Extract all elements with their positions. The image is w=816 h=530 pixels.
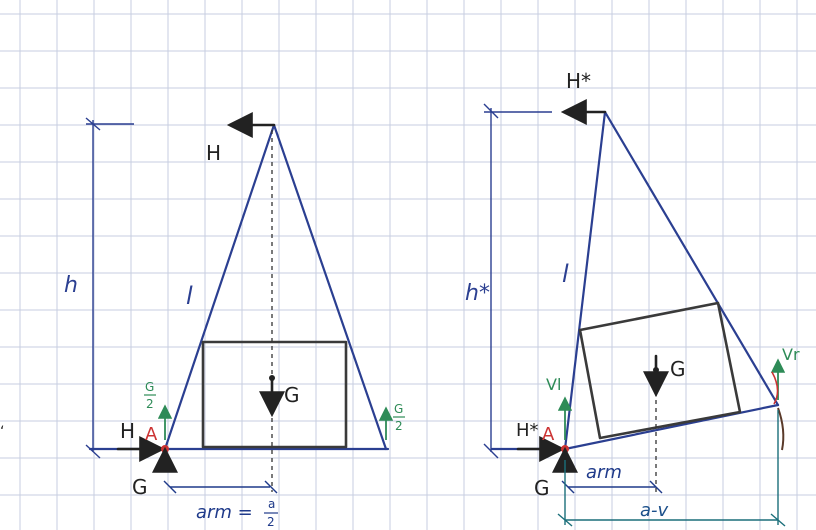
left-arm-frac-num: a <box>268 497 275 511</box>
left-half-g-num: G <box>145 380 154 394</box>
right-h-label: h* <box>465 281 490 306</box>
right-av-label: a-v <box>640 500 669 521</box>
svg-text:‘: ‘ <box>0 424 4 440</box>
right-tilted-box <box>578 301 742 440</box>
right-support-g-label: G <box>534 476 550 500</box>
left-diagram: h l H G G 2 G 2 H A G <box>64 112 405 529</box>
left-arm-frac-den: 2 <box>267 515 275 529</box>
right-vl-label: Vl <box>546 375 561 394</box>
right-diagram: h* l H* G Vl Vr H* A G <box>465 69 800 527</box>
left-half-g-den: 2 <box>146 397 154 411</box>
left-half-g-den-right: 2 <box>395 419 403 433</box>
left-h-label: h <box>64 273 78 298</box>
right-weight-label: G <box>670 357 686 381</box>
right-base-h-label: H* <box>516 420 539 441</box>
left-box <box>201 340 348 449</box>
right-vr-label: Vr <box>782 345 800 364</box>
left-l-label: l <box>186 282 193 310</box>
right-h-top-label: H* <box>566 69 591 93</box>
left-half-g-num-right: G <box>394 402 403 416</box>
left-weight-label: G <box>284 383 300 407</box>
left-arm-text: arm = <box>196 502 253 523</box>
left-point-a-label: A <box>145 424 158 445</box>
right-frame <box>563 110 780 451</box>
right-tilted-base <box>563 403 780 451</box>
right-l-label: l <box>562 260 569 288</box>
right-point-a-label: A <box>542 424 555 445</box>
left-base-h-label: H <box>120 419 135 443</box>
left-support-g-label: G <box>132 475 148 499</box>
left-h-force-label: H <box>206 141 221 165</box>
right-arm-label: arm <box>586 462 622 483</box>
